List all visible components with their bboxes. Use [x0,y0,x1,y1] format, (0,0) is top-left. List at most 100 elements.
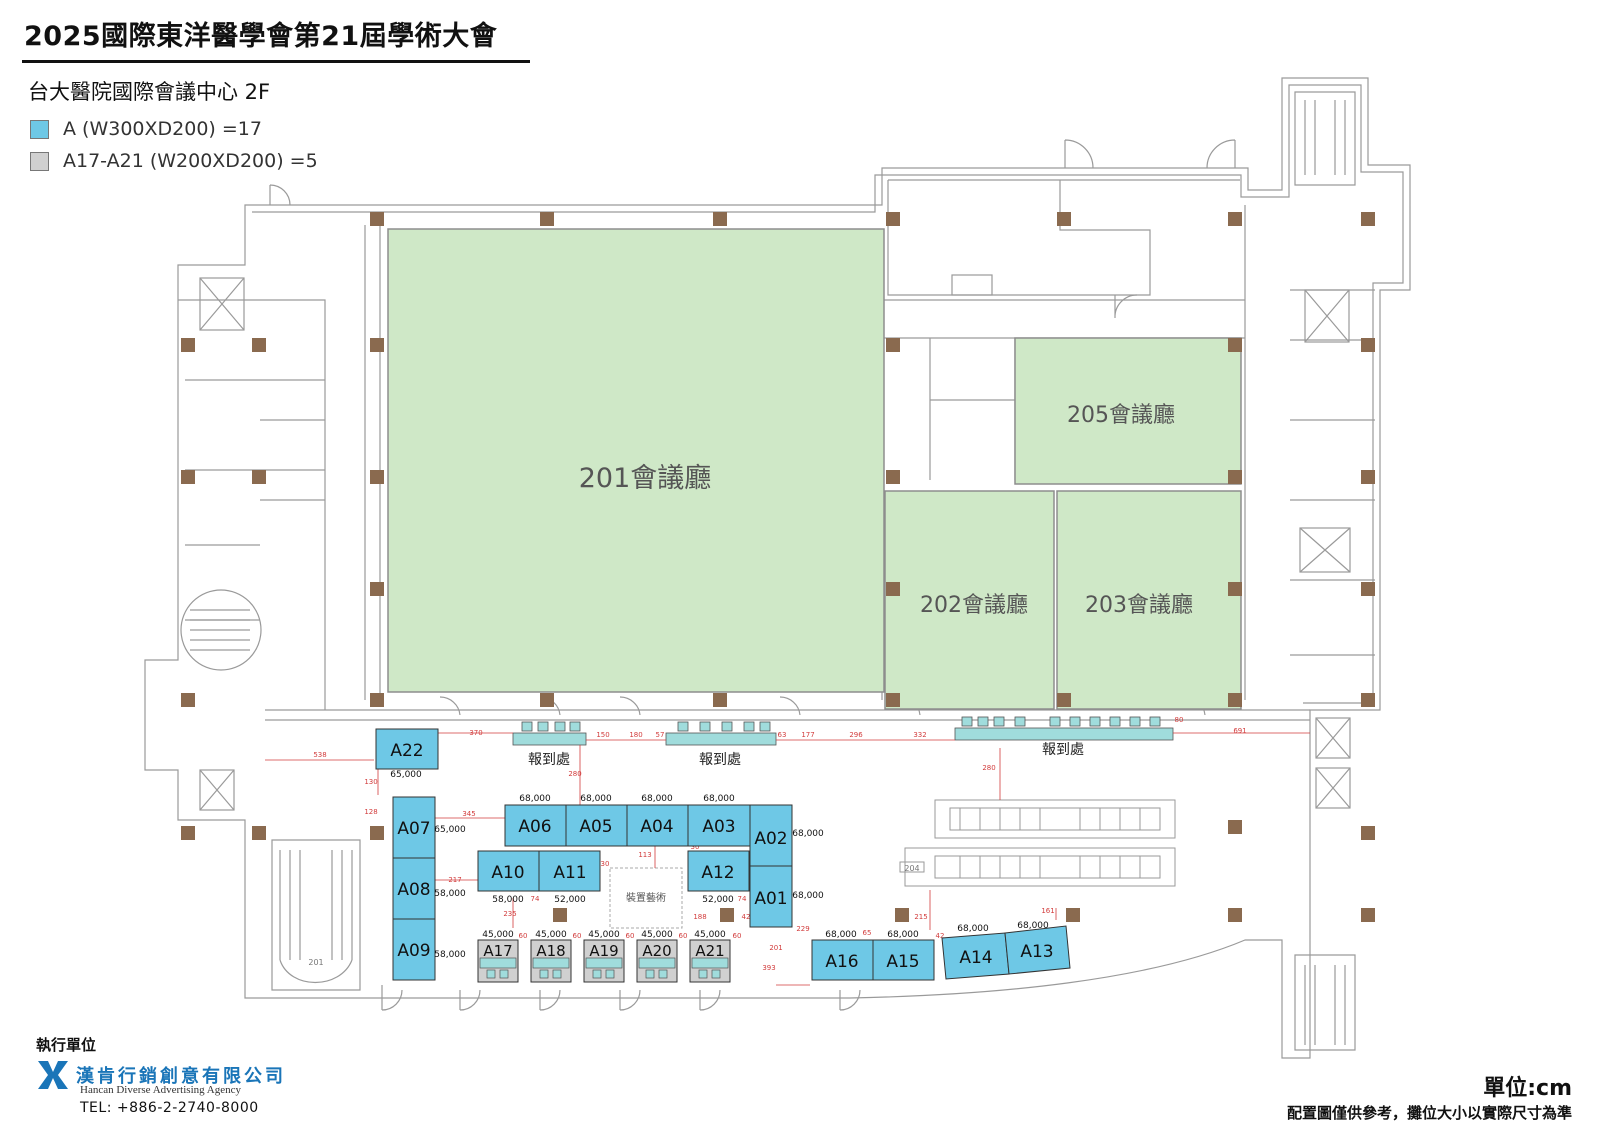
svg-text:A10: A10 [491,863,524,883]
dimension-150: 150 [596,731,609,739]
dimension-60: 60 [733,932,742,940]
company-name-zh: 漢肯行銷創意有限公司 [76,1066,286,1087]
hall-205-area [1014,337,1242,485]
svg-text:A08: A08 [397,880,430,900]
legend-item-a: A (W300XD200) =17 [30,118,262,140]
price-a05: 68,000 [580,794,612,804]
booth-prices: 65,000 65,000 58,000 58,000 68,000 68,00… [390,770,1049,960]
svg-text:A12: A12 [701,863,734,883]
company-logo: 漢肯行銷創意有限公司 [36,1058,286,1092]
price-a03: 68,000 [703,794,735,804]
svg-text:A21: A21 [695,942,724,960]
booth-a04[interactable]: A04 [626,804,689,847]
svg-text:A11: A11 [553,863,586,883]
booth-a06[interactable]: A06 [504,804,567,847]
price-a04: 68,000 [641,794,673,804]
price-a10: 58,000 [492,895,524,905]
dimension-lines [265,732,1310,986]
dimension-60: 60 [626,932,635,940]
booth-a13[interactable]: A13 [1004,925,1071,975]
price-a02: 68,000 [792,829,824,839]
price-a07: 65,000 [434,825,466,835]
svg-text:A07: A07 [397,819,430,839]
svg-text:A01: A01 [754,889,787,909]
booth-a02[interactable]: A02 [749,804,793,867]
price-a21: 45,000 [694,930,726,940]
price-a22: 65,000 [390,770,422,780]
art-installation-label: 裝置藝術 [626,891,666,904]
halls: 201會議廳 205會議廳 202會議廳 203會議廳 [387,228,1242,710]
dimension-177: 177 [801,731,814,739]
svg-text:A04: A04 [640,817,673,837]
dimension-57: 57 [656,731,665,739]
dimension-370: 370 [469,729,482,737]
booth-a12[interactable]: A12 [687,850,750,892]
dimension-60: 60 [573,932,582,940]
booth-a03[interactable]: A03 [687,804,751,847]
dimension-74: 74 [531,895,540,903]
price-a17: 45,000 [482,930,514,940]
building-walls [144,77,1411,1059]
booth-a22[interactable]: A22 [375,728,439,770]
venue-subtitle: 台大醫院國際會議中心 2F [28,80,271,104]
room-label-204: 204 [904,864,919,873]
escalator-upper [934,799,1176,839]
dimension-217: 217 [448,876,461,884]
dimension-235: 235 [503,910,516,918]
booth-a10[interactable]: A10 [477,850,540,892]
booth-a08[interactable]: A08 [392,857,436,920]
price-a13: 68,000 [1017,921,1049,931]
svg-text:A05: A05 [579,817,612,837]
dimension-128: 128 [364,808,377,816]
company-name-en: Hancan Diverse Advertising Agency [80,1084,241,1096]
svg-text:A14: A14 [959,948,992,968]
dimension-60: 60 [679,932,688,940]
dimension-345: 345 [462,810,475,818]
booth-a11[interactable]: A11 [538,850,601,892]
price-a11: 52,000 [554,895,586,905]
pillars [181,212,1375,922]
room-label-201-stair: 201 [308,958,323,967]
svg-text:A02: A02 [754,829,787,849]
svg-text:A16: A16 [825,952,858,972]
price-a20: 45,000 [641,930,673,940]
dimension-691: 691 [1233,727,1246,735]
hall-203-label: 203會議廳 [1085,593,1193,618]
booth-a09[interactable]: A09 [392,918,436,981]
dimension-30: 30 [601,860,610,868]
hall-201-label: 201會議廳 [579,463,712,494]
dimension-280: 280 [568,770,581,778]
dimension-60: 60 [519,932,528,940]
dimension-393: 393 [762,964,775,972]
price-a18: 45,000 [535,930,567,940]
legend-swatch-a [30,119,49,139]
hall-205-label: 205會議廳 [1067,403,1175,428]
hall-202-label: 202會議廳 [920,593,1028,618]
booth-a01[interactable]: A01 [749,865,793,928]
dimension-201: 201 [769,944,782,952]
dimension-80: 80 [1175,716,1184,724]
dimension-values: 538 370 150 180 57 63 177 296 332 80 691… [313,716,1246,972]
booth-a05[interactable]: A05 [565,804,628,847]
booth-a16[interactable]: A16 [811,939,874,981]
registration-desk-label: 報到處 [528,752,570,768]
price-a19: 45,000 [588,930,620,940]
art-installation-area [609,867,683,929]
svg-text:A19: A19 [589,942,618,960]
dimension-161: 161 [1041,907,1054,915]
dimension-65: 65 [863,929,872,937]
dimension-229: 229 [796,925,809,933]
booth-a15[interactable]: A15 [872,939,935,981]
dimension-63: 63 [778,731,787,739]
booth-a07[interactable]: A07 [392,796,436,859]
svg-text:A18: A18 [536,942,565,960]
unit-label: 單位:cm [1483,1076,1572,1101]
hall-203-area [1056,490,1242,710]
svg-text:A20: A20 [642,942,671,960]
dimension-280: 280 [982,764,995,772]
small-booth-counters [479,957,729,979]
booth-a14[interactable]: A14 [941,932,1010,980]
dimension-215: 215 [914,913,927,921]
registration-desk-label: 報到處 [1042,742,1084,758]
legend-swatch-b [30,151,49,171]
